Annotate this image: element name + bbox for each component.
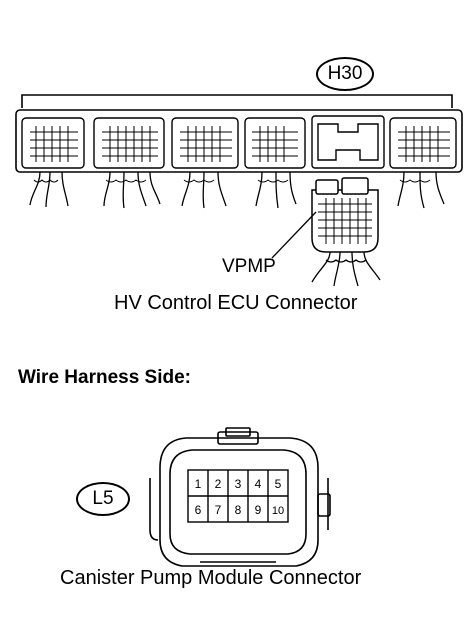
connector-code-h30: H30: [316, 57, 374, 91]
canister-connector-body: [149, 427, 331, 567]
ecu-connector-6: [389, 117, 457, 169]
pin-label: 10: [272, 505, 284, 517]
pin-label: 3: [235, 477, 242, 491]
pin-label: 6: [195, 503, 202, 517]
wire-harness-side-heading: Wire Harness Side:: [18, 367, 192, 388]
ecu-connector-caption: HV Control ECU Connector: [114, 292, 358, 314]
ecu-bracket: [21, 94, 453, 108]
ecu-body: [15, 109, 463, 173]
pin-label: 2: [215, 477, 222, 491]
terminal-label-vpmp: VPMP: [222, 256, 276, 277]
pin-label: 8: [235, 503, 242, 517]
canister-connector-caption: Canister Pump Module Connector: [60, 567, 362, 589]
ecu-connector-4: [244, 117, 306, 169]
ecu-connector-h30: [311, 115, 385, 169]
pin-label: 5: [275, 477, 282, 491]
ecu-connector-1: [21, 117, 85, 169]
ecu-connector-3: [171, 117, 239, 169]
pin-label: 7: [215, 503, 222, 517]
pin-label: 1: [195, 477, 202, 491]
connector-code-l5: L5: [76, 482, 130, 516]
canister-pin-grid: [187, 469, 289, 523]
h30-plug: [311, 177, 379, 253]
pin-label: 4: [255, 477, 262, 491]
pin-label: 9: [255, 503, 262, 517]
ecu-connector-2: [93, 117, 165, 169]
